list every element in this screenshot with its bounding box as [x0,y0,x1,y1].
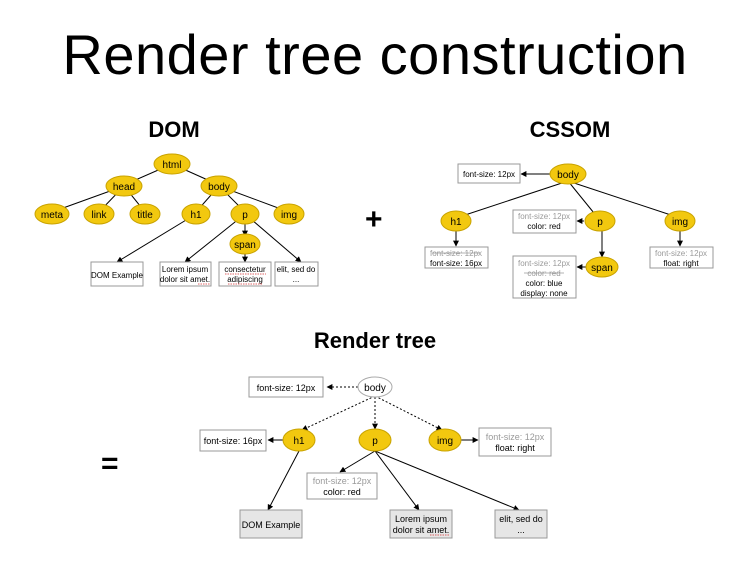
svg-text:float: right: float: right [495,443,535,453]
svg-text:...: ... [293,275,300,284]
cssom-heading: CSSOM [529,117,611,142]
plus-operator: + [365,203,383,236]
cssom-node-body-label: body [557,170,579,181]
dom-node-h1: h1 [181,203,211,225]
dom-node-head-label: head [113,182,135,193]
svg-text:float: right: float: right [663,259,699,268]
svg-text:color: red: color: red [527,269,560,278]
dom-text-elit: elit, sed do ... [274,261,319,287]
render-leaf-elit: elit, sed do ... [494,509,548,539]
cssom-node-h1-label: h1 [450,217,462,228]
svg-text:font-size: 12px: font-size: 12px [257,383,316,393]
svg-text:font-size: 12px: font-size: 12px [313,476,372,486]
dom-node-html-label: html [163,160,182,171]
svg-text:font-size: 12px: font-size: 12px [430,249,482,258]
cssom-node-img-label: img [672,217,688,228]
svg-text:font-size: 12px: font-size: 12px [463,170,515,179]
dom-node-span-label: span [234,240,256,251]
render-node-h1-label: h1 [293,436,305,447]
render-leaf-dom-example: DOM Example [239,509,303,539]
dom-node-img: img [273,203,305,225]
svg-text:font-size: 12px: font-size: 12px [518,212,570,221]
dom-heading: DOM [148,117,200,142]
svg-text:font-size: 16px: font-size: 16px [204,436,263,446]
dom-node-link: link [83,203,115,225]
dom-node-p: p [230,203,260,225]
svg-text:color: blue: color: blue [526,279,563,288]
cssom-rule-p: font-size: 12px color: red [512,209,577,234]
dom-node-head: head [105,175,143,197]
cssom-rule-h1: font-size: 12px font-size: 16px [424,246,489,269]
svg-text:font-size: 16px: font-size: 16px [430,259,482,268]
render-tree-heading: Render tree [313,328,437,353]
render-rule-h1: font-size: 16px [199,429,267,452]
svg-text:...: ... [517,525,525,535]
dom-node-title: title [129,203,161,225]
svg-text:DOM Example: DOM Example [91,271,144,280]
dom-text-consectetur: consectetur adipiscing [218,261,272,287]
cssom-node-h1: h1 [440,210,472,232]
cssom-rule-body: font-size: 12px [457,163,521,184]
dom-node-meta: meta [34,203,70,225]
cssom-node-span-label: span [591,263,613,274]
svg-text:Lorem ipsum: Lorem ipsum [162,265,209,274]
equals-operator: = [101,447,119,480]
render-node-body: body [357,376,393,398]
dom-node-link-label: link [91,210,107,221]
svg-text:font-size: 12px: font-size: 12px [518,259,570,268]
svg-text:color: red: color: red [527,222,560,231]
render-rule-p: font-size: 12px color: red [306,472,378,500]
svg-text:consectetur: consectetur [224,265,266,274]
svg-text:font-size: 12px: font-size: 12px [486,432,545,442]
svg-text:elit, sed do: elit, sed do [499,514,543,524]
dom-node-html: html [153,153,191,175]
svg-text:adipiscing: adipiscing [227,275,263,284]
render-node-h1: h1 [282,428,316,452]
cssom-tree [453,171,683,270]
page-title: Render tree construction [62,23,688,86]
dom-node-p-label: p [242,210,248,221]
cssom-node-p: p [584,210,616,232]
svg-text:elit, sed do: elit, sed do [277,265,316,274]
dom-node-span: span [229,233,261,255]
svg-text:dolor sit amet.: dolor sit amet. [160,275,210,284]
cssom-rule-span: font-size: 12px color: red color: blue d… [512,255,577,299]
dom-node-img-label: img [281,210,297,221]
cssom-node-p-label: p [597,217,603,228]
dom-node-meta-label: meta [41,210,64,221]
render-node-p-label: p [372,436,378,447]
render-leaf-lorem: Lorem ipsum dolor sit amet. [389,509,453,539]
cssom-node-img: img [664,210,696,232]
svg-text:display: none: display: none [520,289,568,298]
svg-text:DOM Example: DOM Example [242,520,301,530]
render-tree-edges [267,384,520,511]
render-rule-body: font-size: 12px [248,376,324,398]
cssom-node-span: span [585,256,619,278]
dom-text-dom-example: DOM Example [90,261,144,287]
svg-text:Lorem ipsum: Lorem ipsum [395,514,447,524]
render-node-img-label: img [437,436,453,447]
dom-node-body: body [200,175,238,197]
render-node-img: img [428,428,462,452]
render-node-p: p [358,428,392,452]
cssom-node-body: body [549,163,587,185]
dom-node-title-label: title [137,210,153,221]
render-rule-img: font-size: 12px float: right [478,427,552,457]
svg-text:color: red: color: red [323,487,361,497]
svg-text:font-size: 12px: font-size: 12px [655,249,707,258]
dom-text-lorem: Lorem ipsum dolor sit amet. [159,261,212,287]
cssom-rule-img: font-size: 12px float: right [649,246,714,269]
dom-node-body-label: body [208,182,230,193]
render-node-body-label: body [364,383,386,394]
dom-node-h1-label: h1 [190,210,202,221]
svg-text:dolor sit amet.: dolor sit amet. [393,525,450,535]
